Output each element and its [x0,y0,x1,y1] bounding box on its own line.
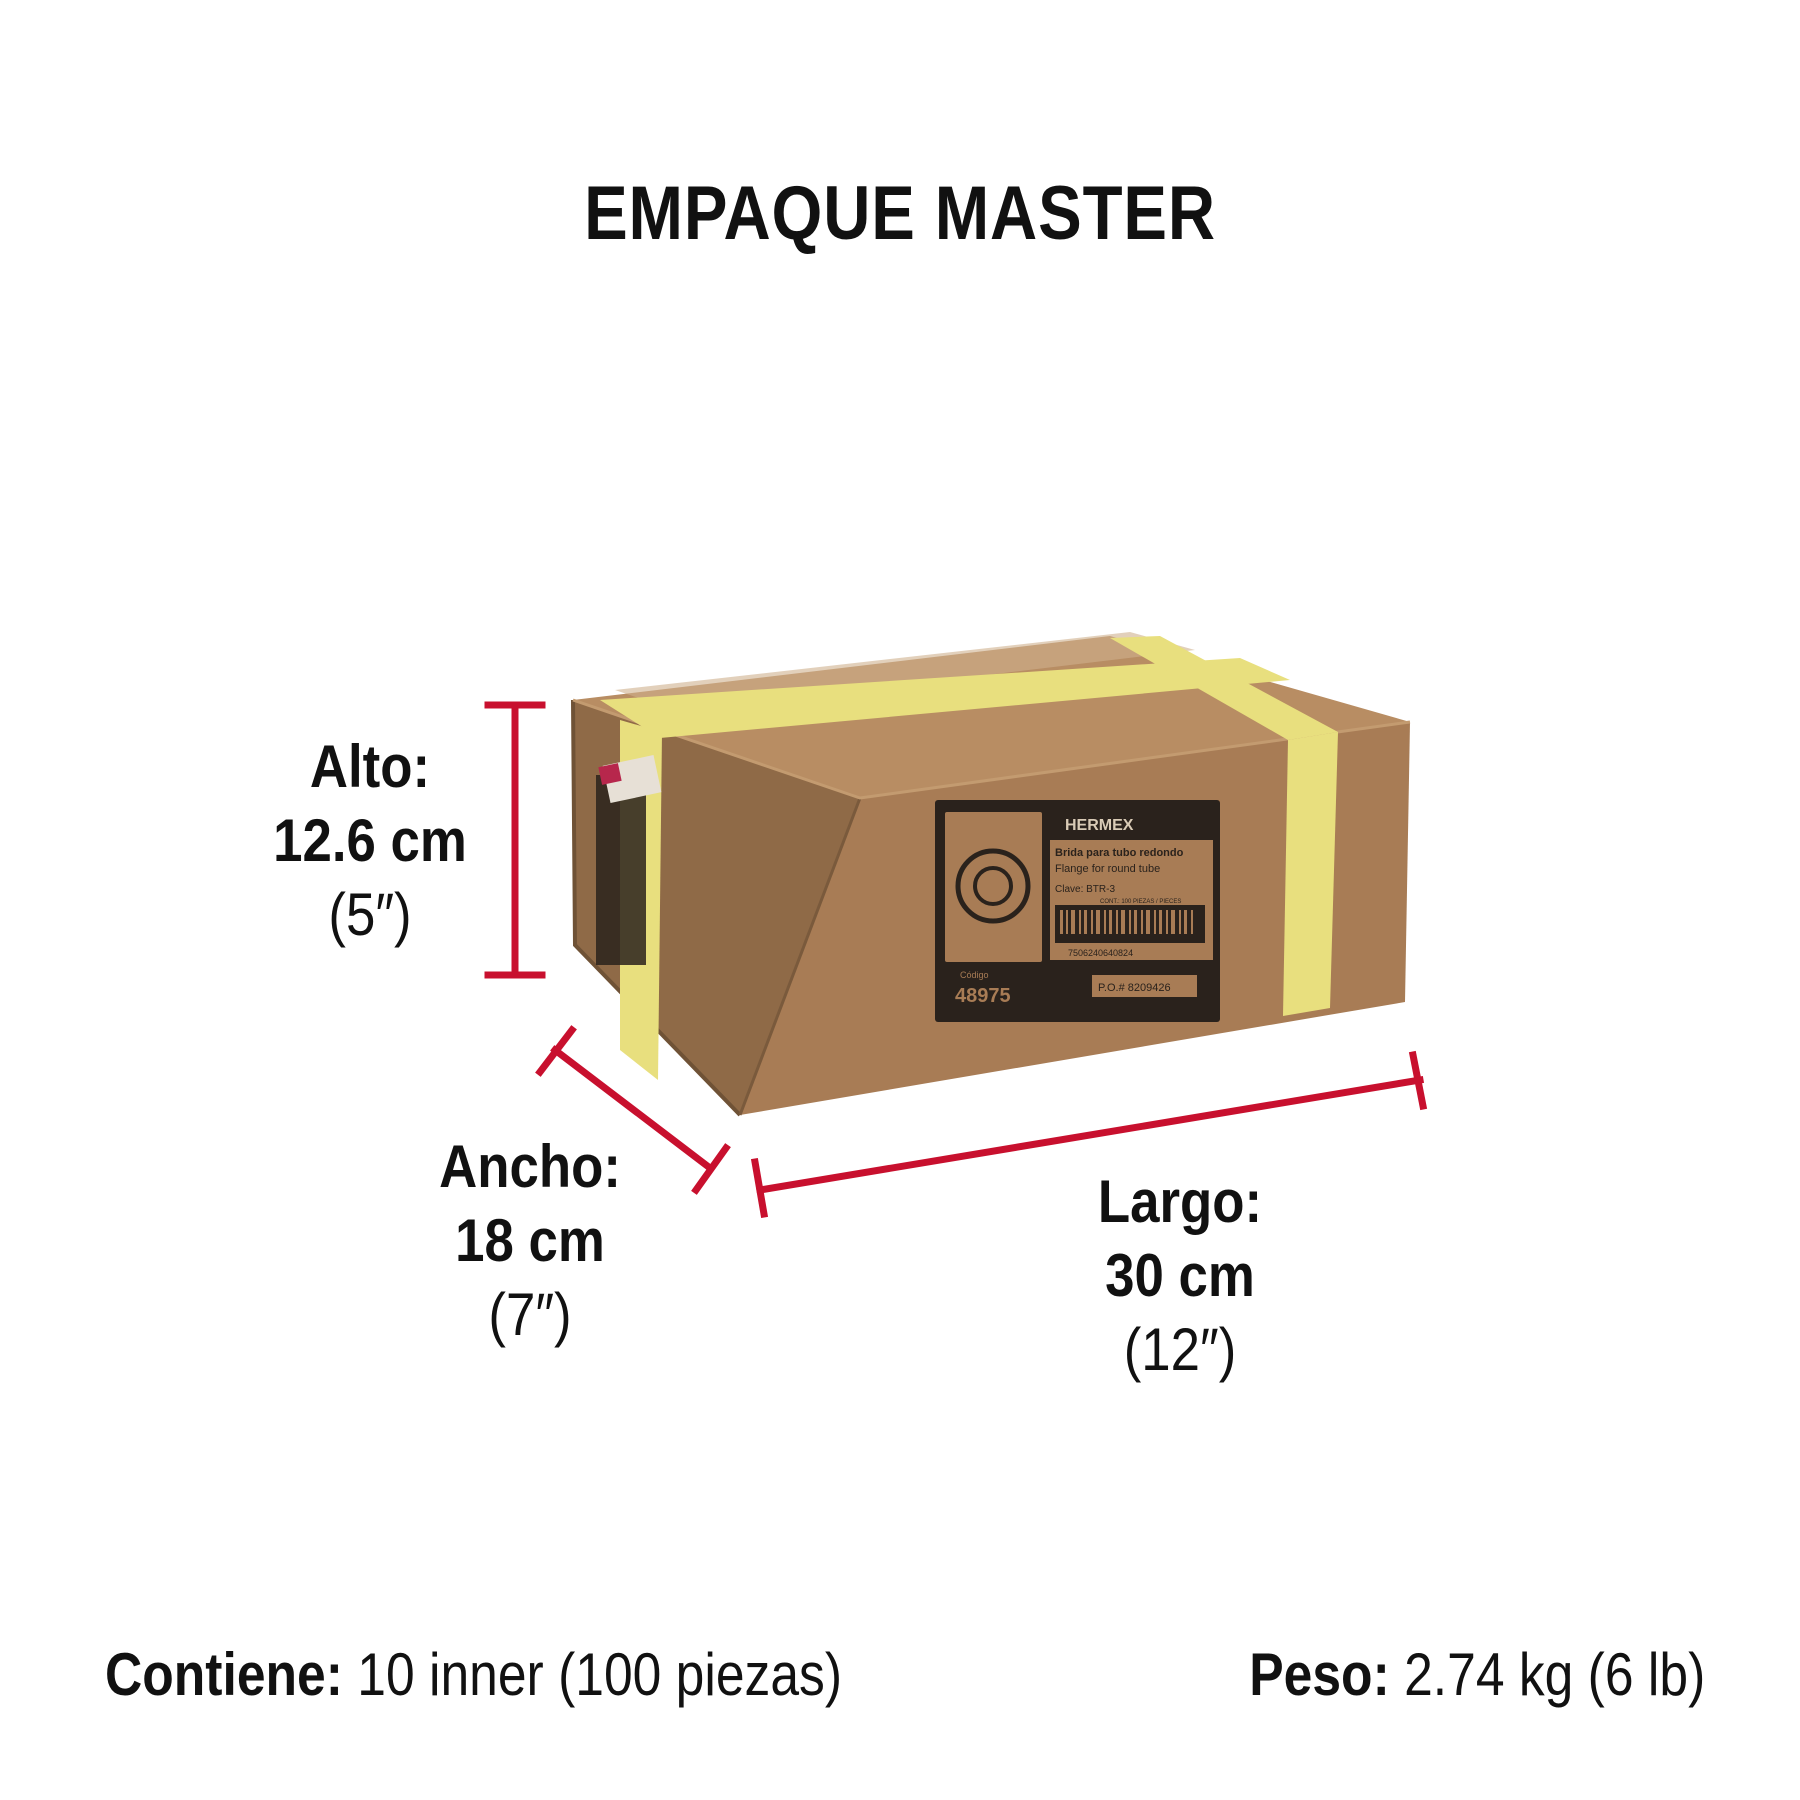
label-brand: HERMEX [1065,817,1134,834]
label-key: Clave: BTR-3 [1055,884,1115,895]
product-label: HERMEX Brida para tubo redondo Flange fo… [935,800,1220,1022]
dimension-line-ancho [535,1025,731,1195]
ancho-label: Ancho: [439,1133,621,1200]
contents-value: 10 inner (100 piezas) [357,1641,843,1708]
label-contents: CONT.: 100 PIEZAS / PIECES [1100,899,1181,905]
ancho-metric: 18 cm [455,1207,605,1274]
alto-label: Alto: [309,733,431,800]
strap-horizontal [600,658,1290,738]
label-po: P.O.# 8209426 [1098,982,1171,994]
alto-imperial: (5″) [328,881,412,948]
weight-label: Peso: [1248,1641,1390,1708]
largo-metric: 30 cm [1105,1242,1255,1309]
label-product-en: Flange for round tube [1055,863,1160,875]
page-title: EMPAQUE MASTER [584,171,1216,256]
label-barcode-number: 7506240640824 [1068,948,1133,958]
largo-imperial: (12″) [1123,1316,1237,1383]
dimension-line-largo [750,1050,1428,1219]
dimension-alto: Alto: 12.6 cm (5″) [240,730,500,952]
alto-metric: 12.6 cm [273,807,467,874]
dimension-ancho: Ancho: 18 cm (7″) [400,1130,660,1352]
contents-info: Contiene: 10 inner (100 piezas) [105,1640,842,1709]
label-code-label: Código [960,970,989,980]
strap-diagonal [1110,636,1338,740]
label-code: 48975 [955,985,1011,1007]
dimension-largo: Largo: 30 cm (12″) [1060,1165,1300,1387]
contents-label: Contiene: [105,1641,343,1708]
dimension-line-alto [484,701,546,979]
weight-info: Peso: 2.74 kg (6 lb) [1249,1640,1705,1709]
weight-value: 2.74 kg (6 lb) [1403,1641,1705,1708]
ancho-imperial: (7″) [488,1281,572,1348]
label-product-es: Brida para tubo redondo [1055,847,1184,859]
largo-label: Largo: [1097,1168,1263,1235]
strap-right [1283,732,1338,1016]
